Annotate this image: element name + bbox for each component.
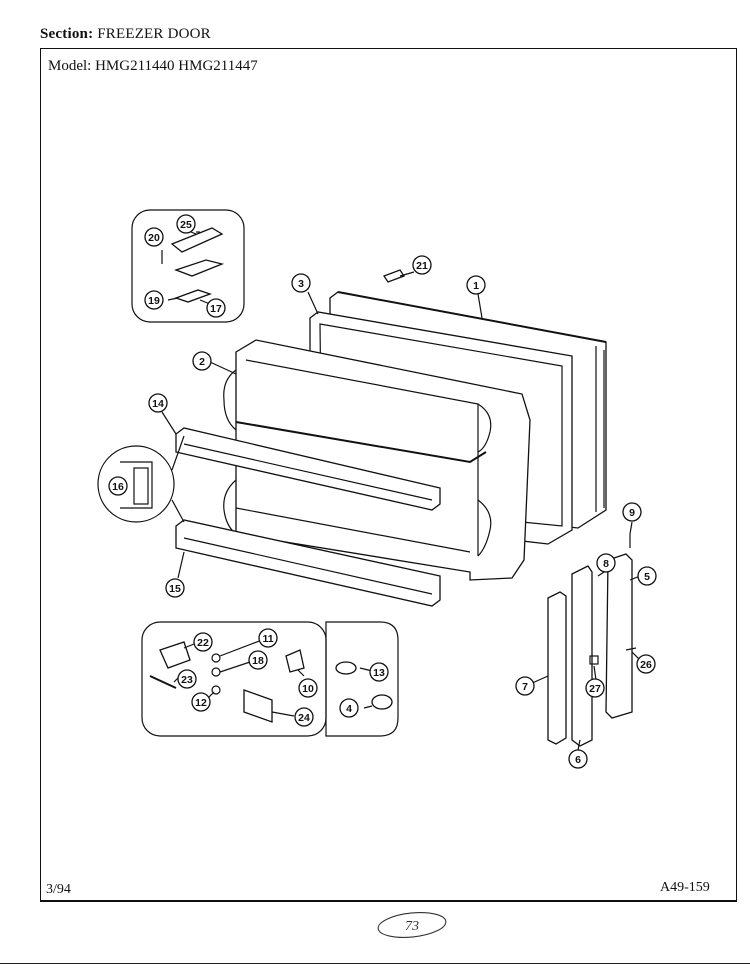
svg-text:6: 6	[575, 754, 581, 766]
svg-text:2: 2	[199, 356, 205, 368]
callout-16: 16	[108, 476, 128, 496]
svg-text:5: 5	[644, 571, 650, 583]
callout-20: 20	[144, 227, 164, 247]
svg-text:27: 27	[589, 683, 601, 695]
svg-text:8: 8	[603, 558, 609, 570]
svg-text:23: 23	[181, 674, 193, 686]
svg-text:7: 7	[522, 681, 528, 693]
svg-text:13: 13	[373, 667, 385, 679]
footer-rule	[40, 900, 737, 902]
callout-19: 19	[144, 290, 164, 310]
svg-text:12: 12	[195, 697, 207, 709]
model-values: HMG211440 HMG211447	[95, 58, 258, 74]
callout-14: 14	[148, 393, 168, 413]
svg-text:9: 9	[629, 507, 635, 519]
diagram-code: A49-159	[660, 880, 710, 895]
svg-text:24: 24	[298, 712, 310, 724]
callout-10: 10	[298, 678, 318, 698]
callout-4: 4	[339, 698, 359, 718]
callout-12: 12	[191, 692, 211, 712]
callout-23: 23	[177, 669, 197, 689]
inset-hinge-bottom	[141, 621, 327, 737]
leader-lines	[161, 231, 641, 751]
svg-text:22: 22	[197, 637, 209, 649]
callout-22: 22	[193, 632, 213, 652]
svg-text:20: 20	[148, 232, 160, 244]
callout-1: 1	[466, 275, 486, 295]
svg-text:10: 10	[302, 683, 314, 695]
handle-assembly	[547, 534, 637, 747]
svg-text:16: 16	[112, 481, 124, 493]
callout-11: 11	[258, 628, 278, 648]
svg-text:4: 4	[346, 703, 352, 715]
svg-text:17: 17	[210, 303, 222, 315]
bottom-edge-line	[0, 963, 750, 964]
svg-text:15: 15	[169, 583, 181, 595]
callout-5: 5	[637, 566, 657, 586]
svg-text:19: 19	[148, 295, 160, 307]
callout-15: 15	[165, 578, 185, 598]
model-header: Model: HMG211440 HMG211447	[48, 58, 258, 75]
svg-text:3: 3	[298, 278, 304, 290]
svg-text:18: 18	[252, 655, 264, 667]
callout-17: 17	[206, 298, 226, 318]
section-value: FREEZER DOOR	[97, 26, 211, 42]
model-label: Model:	[48, 58, 92, 74]
callout-21: 21	[412, 255, 432, 275]
inset-hinge-top	[131, 209, 245, 323]
inner-door-liner	[223, 339, 531, 581]
callout-9: 9	[622, 502, 642, 522]
callout-7: 7	[515, 676, 535, 696]
callout-24: 24	[294, 707, 314, 727]
page-number-text: 73	[405, 919, 419, 934]
door-shelf-bar-upper	[175, 427, 441, 511]
svg-text:1: 1	[473, 280, 479, 292]
svg-text:11: 11	[262, 633, 273, 645]
inset-handle-caps	[325, 621, 399, 737]
callout-8: 8	[596, 553, 616, 573]
callout-6: 6	[568, 749, 588, 769]
revision-date: 3/94	[46, 882, 71, 897]
callout-25: 25	[176, 214, 196, 234]
callout-2: 2	[192, 351, 212, 371]
section-label: Section:	[40, 26, 94, 42]
section-header: Section: FREEZER DOOR	[40, 26, 211, 43]
shelf-end-detail	[97, 435, 185, 523]
part-21-clip	[383, 269, 405, 283]
callout-3: 3	[291, 273, 311, 293]
svg-text:26: 26	[640, 659, 652, 671]
callout-27: 27	[585, 678, 605, 698]
page-number-mark: 73	[377, 911, 447, 939]
svg-text:25: 25	[180, 219, 192, 231]
callout-13: 13	[369, 662, 389, 682]
door-shelf-bar-lower	[175, 519, 441, 607]
svg-text:14: 14	[152, 398, 164, 410]
svg-text:21: 21	[416, 260, 428, 272]
callout-18: 18	[248, 650, 268, 670]
callout-26: 26	[636, 654, 656, 674]
